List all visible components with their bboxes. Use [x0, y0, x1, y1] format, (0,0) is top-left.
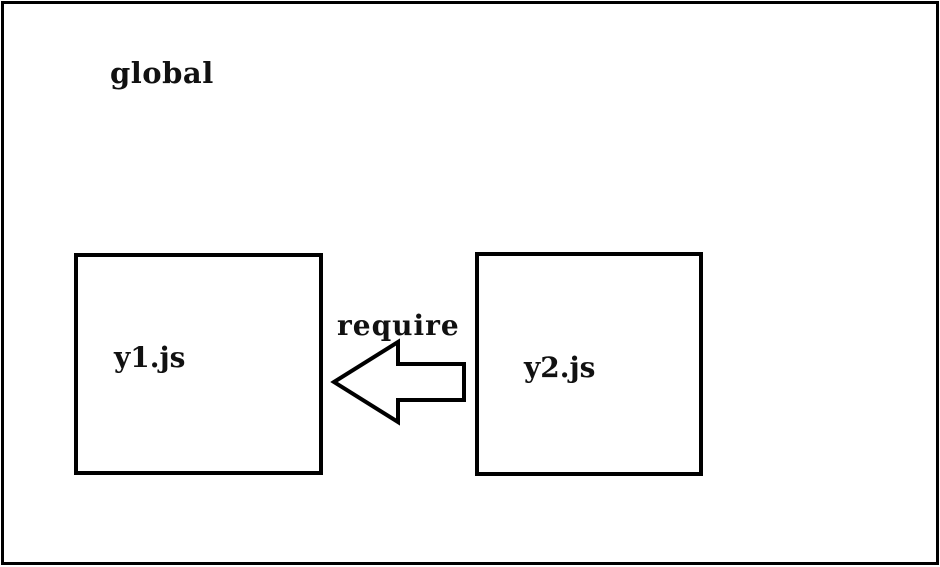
module-label-y2: y2.js [524, 351, 596, 384]
module-label-y1: y1.js [114, 341, 186, 374]
global-scope-label: global [110, 56, 214, 90]
module-box-y2: y2.js [475, 252, 703, 476]
module-box-y1: y1.js [74, 253, 323, 475]
arrow-shape [330, 338, 466, 426]
require-label: require [337, 309, 460, 342]
left-arrow-icon [330, 338, 466, 426]
